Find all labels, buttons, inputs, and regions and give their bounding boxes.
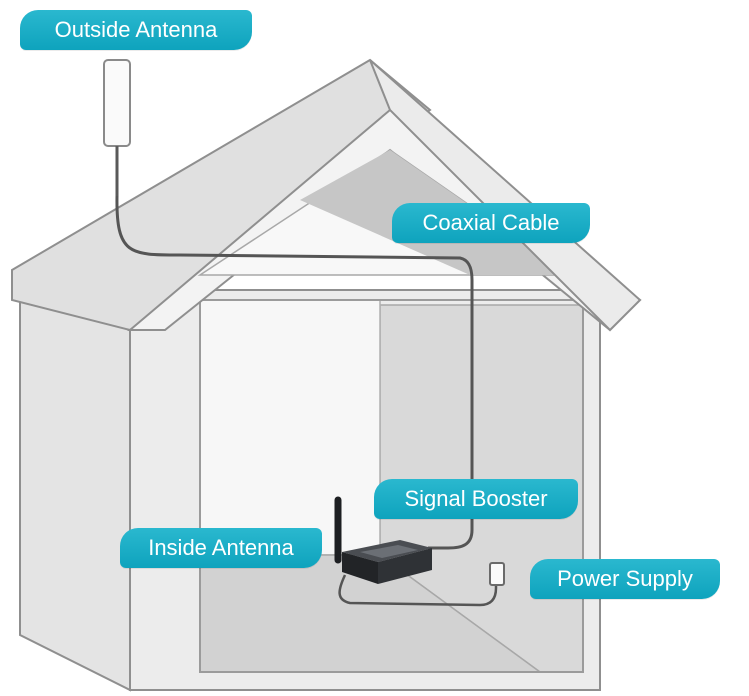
inside-antenna-label: Inside Antenna — [120, 528, 322, 568]
house-interior-back-wall — [199, 299, 381, 556]
power-supply-icon — [489, 562, 505, 586]
outside-antenna-icon — [103, 59, 131, 147]
house-cutaway-frame — [199, 299, 584, 673]
coaxial-cable-label: Coaxial Cable — [392, 203, 590, 243]
signal-booster-icon — [342, 540, 432, 584]
signal-booster-label: Signal Booster — [374, 479, 578, 519]
power-supply-label: Power Supply — [530, 559, 720, 599]
coaxial-cable-line — [115, 195, 474, 550]
power-cable-line — [338, 574, 498, 607]
outside-antenna-label: Outside Antenna — [20, 10, 252, 50]
house-left-wall — [19, 283, 131, 692]
